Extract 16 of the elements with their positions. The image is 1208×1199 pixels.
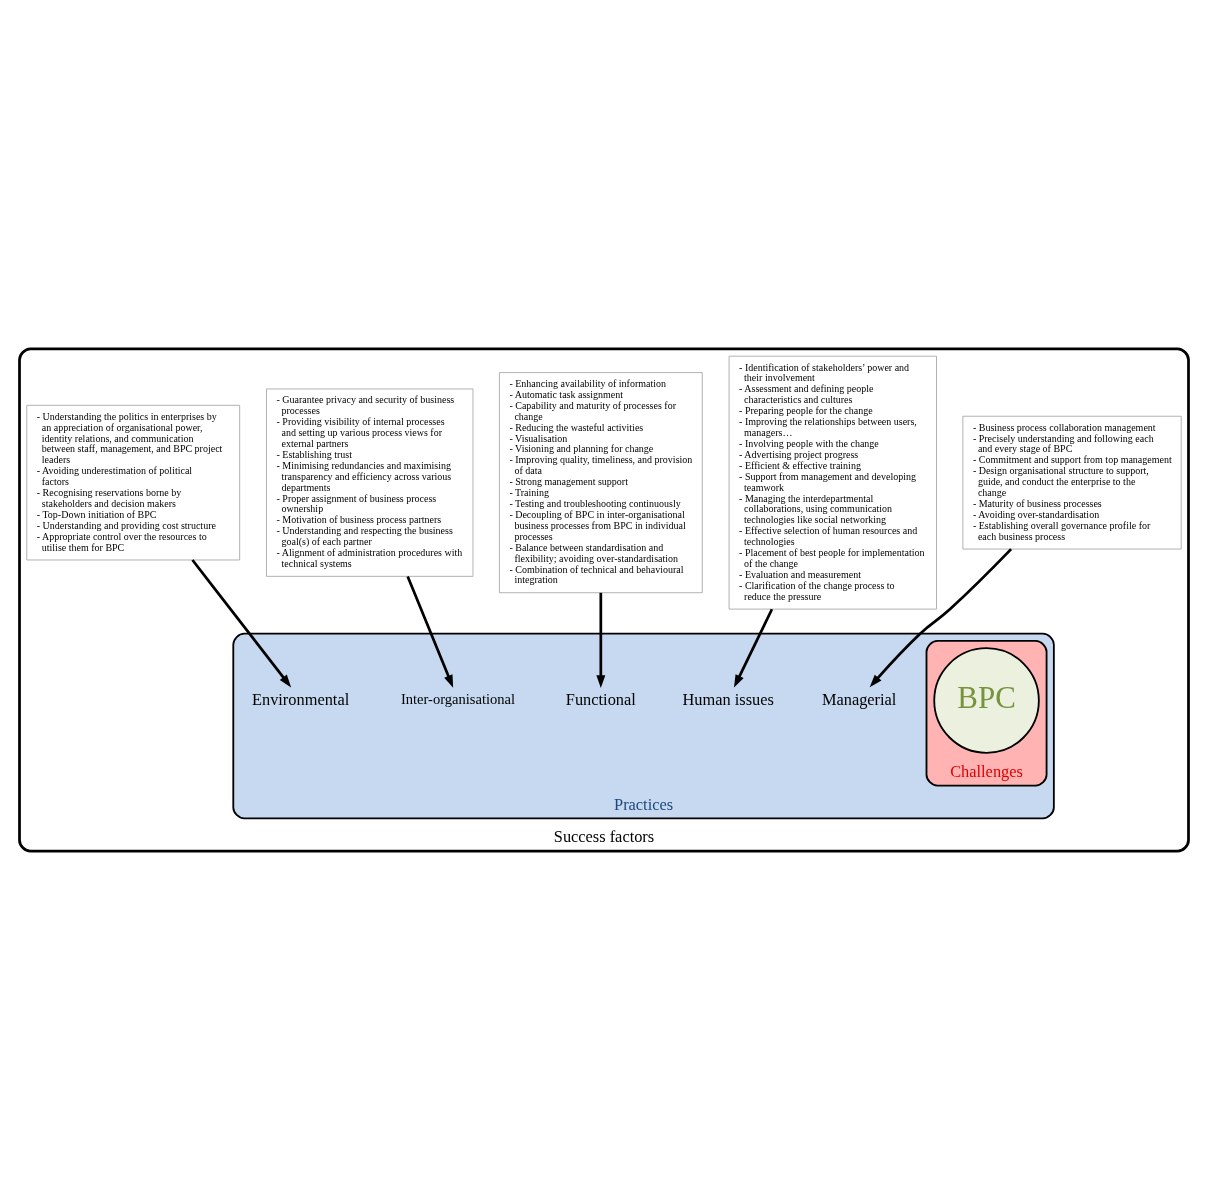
arrow — [734, 608, 774, 688]
node-box: - Identification of stakeholders’ power and their involvement - Assessment and defining people characteristics and cultures - Preparing people for the change - Improving the relationships between users, managers… - Involving people with the change - Advertising project progress - Efficient & effective training - Support from management and developing teamwork - Managing the interdepartmental collaborations, using communication technologies like social networking - Effective selection of human resources and technologies - Placement of best people for implementation of the change - Evaluation and measurement - Clarification of the change process to reduce the pressure — [728, 355, 937, 610]
node-box: - Understanding the politics in enterprises by an appreciation of organisational power, identity relations, and communication between staff, management, and BPC project leaders - Avoiding underestimation of political factors - Recognising reservations borne by stakeholders and decision makers - Top-Down initiation of BPC - Understanding and providing cost structure - Appropriate control over the resources to utilise them for BPC — [26, 404, 241, 560]
arrow — [191, 558, 292, 687]
node-text: Environmental — [251, 689, 350, 709]
arrow — [869, 547, 1013, 687]
node-box: - Business process collaboration management - Precisely understanding and following each and every stage of BPC - Commitment and support from top management - Design organisational structure to support, guide, and conduct the enterprise to the change - Maturity of business processes - Avoiding over-standardisation - Establishing overall governance profile for each business process — [962, 415, 1182, 549]
node-text: Inter-organisational — [400, 690, 516, 707]
node-box: - Enhancing availability of information - Automatic task assignment - Capability and maturity of processes for change - Reducing the wasteful activities - Visualisation - Visioning and planning for change - Improving quality, timeliness, and provision of data - Strong management support - Training - Testing and troubleshooting continuously - Decoupling of BPC in inter-organisational business processes from BPC in individual processes - Balance between standardisation and flexibility; avoiding over-standardisation - Combination of technical and behavioural integration — [498, 371, 703, 593]
node-circle: BPC — [933, 646, 1040, 754]
node-text: Human issues — [682, 689, 774, 709]
node-text: Functional — [565, 689, 636, 709]
node-text: Managerial — [821, 689, 897, 709]
arrow — [406, 575, 454, 688]
node-box: - Guarantee privacy and security of business processes - Providing visibility of internal processes and setting up various process views for external partners - Establishing trust - Minimising redundancies and maximising transparency and efficiency across various departments - Proper assignment of business process ownership - Motivation of business process partners - Understanding and respecting the business goal(s) of each partner - Alignment of administration procedures with technical systems — [266, 388, 474, 577]
arrow — [596, 592, 606, 688]
